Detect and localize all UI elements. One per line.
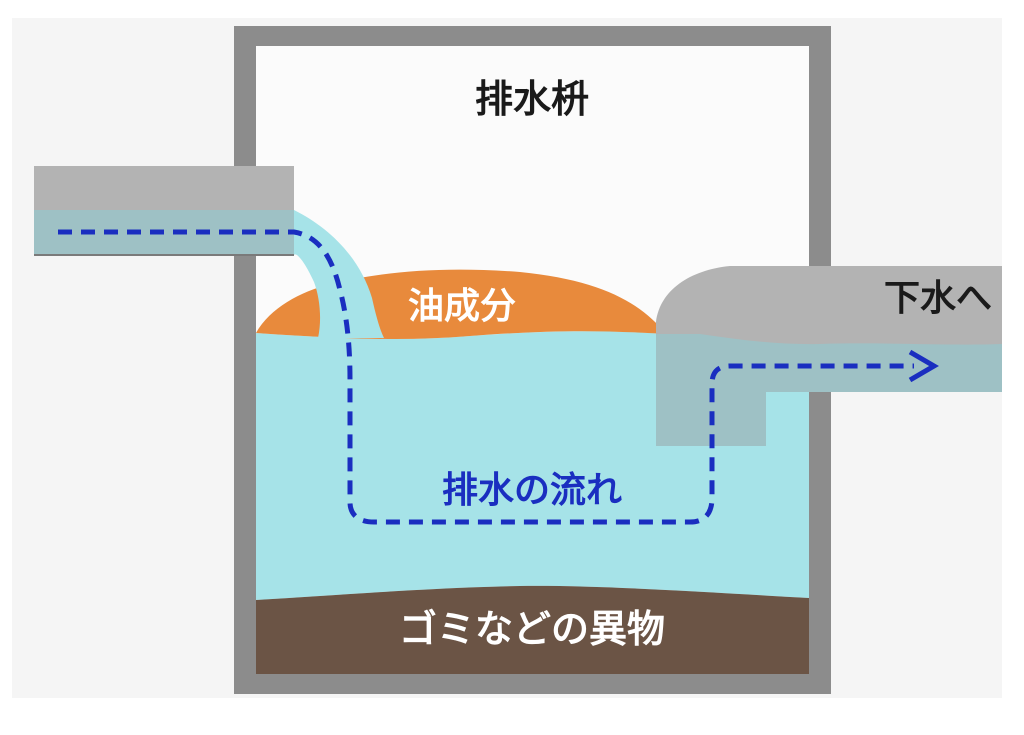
sediment-label: ゴミなどの異物 <box>399 607 665 651</box>
sediment-layer <box>256 585 809 674</box>
oil-label: 油成分 <box>408 286 516 327</box>
flow-label: 排水の流れ <box>442 470 622 511</box>
outlet-label: 下水へ <box>884 278 992 319</box>
basin-title-label: 排水枡 <box>475 77 589 121</box>
inlet-pipe-top <box>34 166 294 210</box>
drainage-flow-path <box>58 229 914 525</box>
flow-arrowhead-icon <box>908 349 939 383</box>
outlet-pipe-water <box>656 334 1002 446</box>
